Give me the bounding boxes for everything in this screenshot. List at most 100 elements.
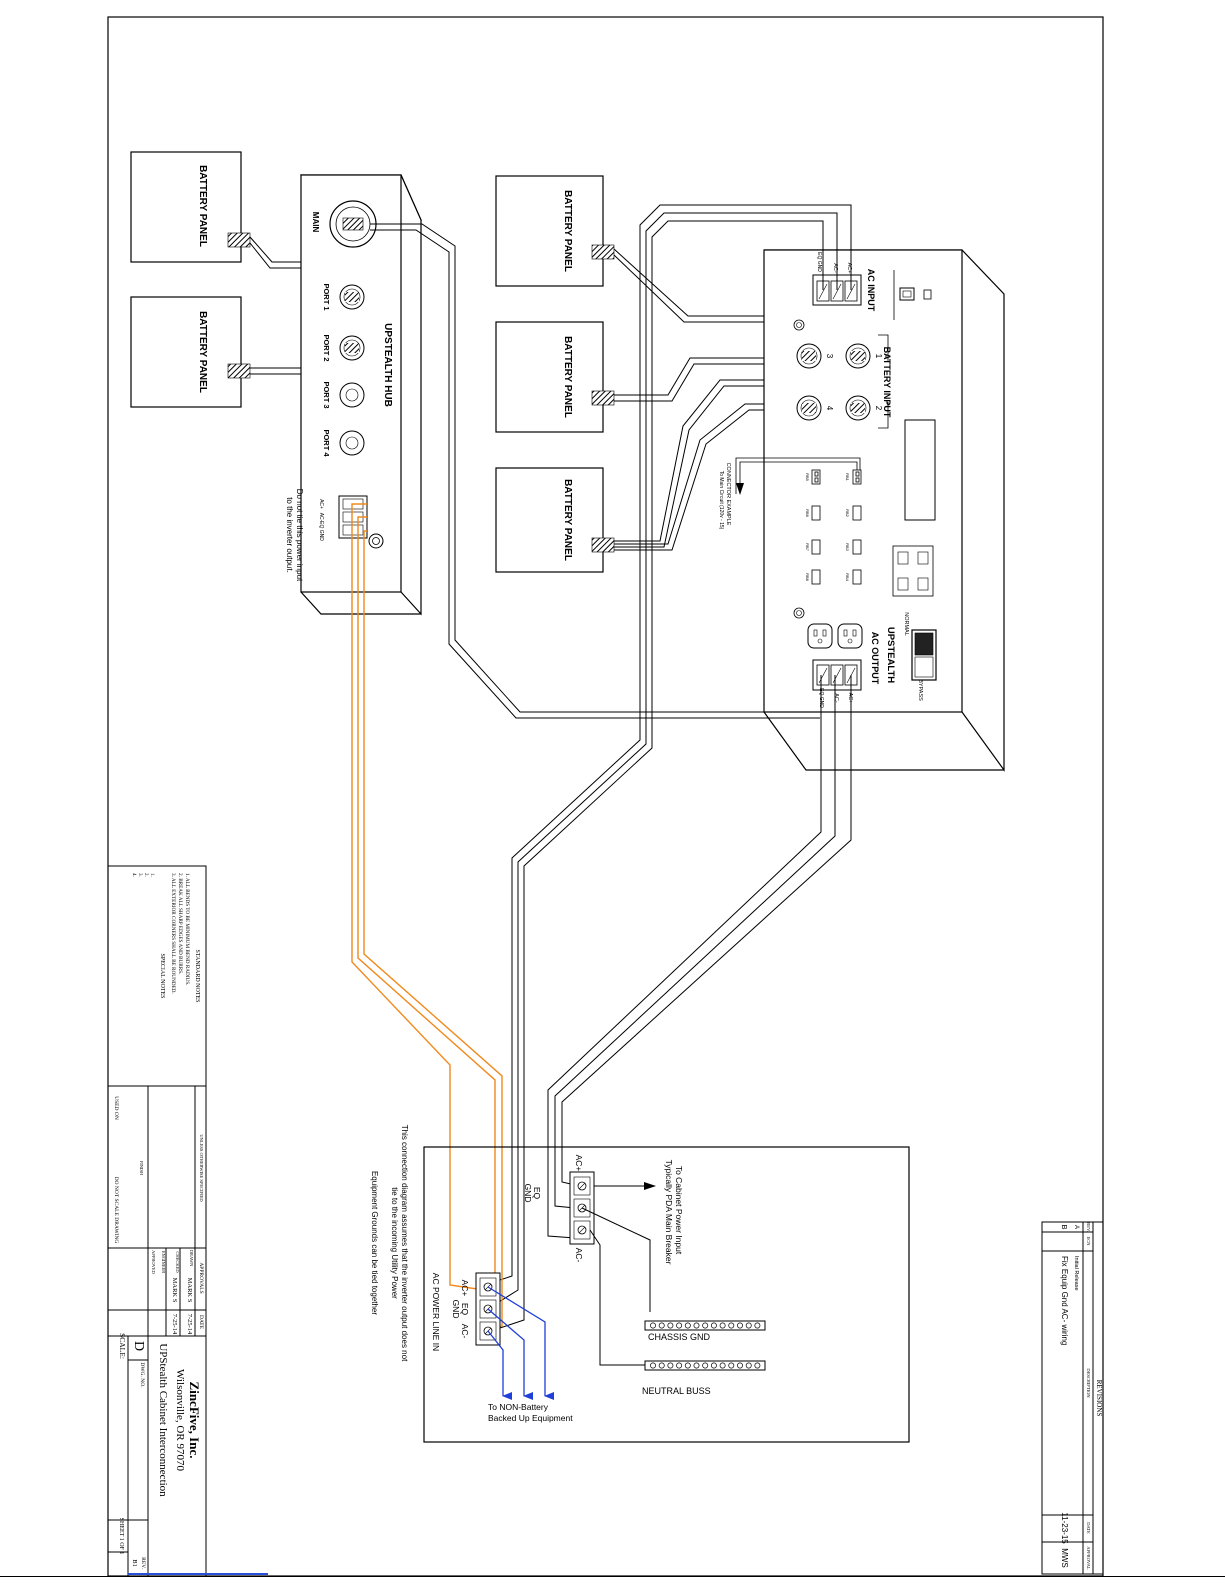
unit-ac-input-acminus: AC- bbox=[832, 263, 838, 273]
unit-ac-input-acplus: AC+ bbox=[846, 263, 852, 274]
connector-example-label: CONNECTOR EXAMPLE bbox=[725, 463, 731, 526]
bus-bar-screw bbox=[676, 1362, 683, 1369]
ac-power-line-in-label: AC POWER LINE IN bbox=[431, 1273, 441, 1351]
unit-ac-output-terminal bbox=[812, 659, 862, 691]
bus-bar-screw bbox=[710, 1362, 717, 1369]
bus-bar-screw bbox=[658, 1362, 665, 1369]
hub-port-1 bbox=[339, 284, 365, 310]
battery-panel-hub-1: BATTERY PANEL bbox=[130, 151, 251, 263]
unit-breaker-grid bbox=[811, 469, 862, 585]
bus-bar-screw bbox=[667, 1322, 674, 1329]
special-note-1: 1. bbox=[149, 873, 154, 877]
approvals-label: APPROVALS bbox=[198, 1262, 204, 1293]
bus-bar-screw bbox=[728, 1362, 735, 1369]
svg-text:RB3: RB3 bbox=[845, 543, 850, 552]
revisions-table bbox=[1041, 1221, 1104, 1575]
revisions-header-desc: DESCRIPTION bbox=[1086, 1368, 1091, 1398]
hub-terminal-eqgnd: EQ GND bbox=[318, 521, 324, 541]
non-battery-line2: Backed Up Equipment bbox=[488, 1413, 573, 1423]
chassis-gnd-wire bbox=[581, 1207, 651, 1312]
hub-terminal-acplus: AC+ bbox=[318, 499, 324, 509]
used-on-label: USED ON bbox=[113, 1096, 119, 1120]
bus-bar-screw bbox=[667, 1362, 674, 1369]
unit-display-window bbox=[904, 419, 936, 521]
svg-text:RB7: RB7 bbox=[805, 543, 810, 552]
battery-input-number-4: 4 bbox=[825, 406, 834, 411]
cable-ac-input bbox=[493, 204, 852, 1331]
hub-port-2 bbox=[339, 335, 365, 361]
chassis-gnd-label: CHASSIS GND bbox=[648, 1332, 711, 1342]
battery-panel-label: BATTERY PANEL bbox=[197, 165, 208, 247]
page-bottom-rule bbox=[0, 1576, 1225, 1577]
drawn-by: MARK S bbox=[186, 1278, 193, 1303]
power-box-note-line2: tie to the incoming Utility Power bbox=[390, 1187, 399, 1299]
tolerance-label: UNLESS OTHERWISE SPECIFIED bbox=[199, 1134, 204, 1202]
dwg-no-label: DWG. NO. bbox=[139, 1362, 145, 1388]
ac-line-in-acminus: AC- bbox=[460, 1324, 470, 1339]
cable-panel-to-battery-input-3 bbox=[614, 357, 818, 402]
revision-row-b-desc: Fix Equip Gnd AC- wiring bbox=[1060, 1256, 1069, 1345]
cabinet-power-line1: To Cabinet Power Input bbox=[674, 1166, 684, 1255]
bus-bar-screw bbox=[684, 1362, 691, 1369]
battery-panel-label: BATTERY PANEL bbox=[562, 336, 573, 418]
revisions-header-approval: APPROVAL bbox=[1086, 1546, 1091, 1569]
battery-input-label: BATTERY INPUT bbox=[882, 347, 892, 418]
cabinet-power-terminal bbox=[569, 1171, 595, 1245]
connector-example-sub: To Main Circuit (120v - 15) bbox=[718, 471, 724, 530]
battery-input-4 bbox=[796, 395, 822, 421]
chassis-gnd-bar bbox=[644, 1320, 766, 1331]
unit-ac-input-label: AC INPUT bbox=[866, 269, 876, 312]
bus-bar-screw bbox=[737, 1362, 743, 1369]
drawn-date: 7-25-14 bbox=[186, 1314, 193, 1335]
svg-text:RB1: RB1 bbox=[845, 473, 850, 482]
bus-bar-screw bbox=[745, 1362, 752, 1369]
power-distribution-box bbox=[423, 1146, 910, 1443]
company-name: ZincFive, Inc. bbox=[187, 1382, 202, 1459]
ac-line-in-gnd: GND bbox=[451, 1300, 461, 1319]
svg-text:RB4: RB4 bbox=[845, 573, 850, 582]
hub-note-line2: to the inverter output. bbox=[285, 497, 294, 573]
blue-wires bbox=[487, 1286, 554, 1400]
bypass-switch bbox=[911, 629, 937, 681]
bypass-panel-icon bbox=[892, 545, 934, 597]
do-not-scale-label: DO NOT SCALE DRAWING bbox=[113, 1177, 119, 1244]
special-note-4: 4. bbox=[131, 873, 136, 877]
bus-bar-screw bbox=[702, 1322, 709, 1329]
cabinet-acplus-label: AC+ bbox=[574, 1155, 584, 1172]
date-label: DATE bbox=[198, 1315, 204, 1330]
footer-link-underline[interactable] bbox=[128, 1573, 268, 1575]
checked-date: 7-25-14 bbox=[171, 1314, 178, 1335]
hub-ground-stud bbox=[368, 533, 384, 549]
bus-bar-screw bbox=[728, 1322, 735, 1329]
checked-label: CHECKED bbox=[175, 1251, 180, 1273]
cabinet-acminus-label: AC- bbox=[574, 1248, 584, 1263]
cabinet-eqgnd-label-2: GND bbox=[523, 1184, 533, 1203]
hub-port-4 bbox=[339, 430, 365, 456]
bus-bar-screw bbox=[754, 1322, 761, 1329]
ac-line-in-eq: EQ bbox=[460, 1303, 470, 1316]
bus-bar-screw bbox=[658, 1322, 665, 1329]
engineer-label: ENGINEER bbox=[161, 1251, 166, 1274]
battery-panel-hub-2: BATTERY PANEL bbox=[130, 296, 251, 408]
unit-breaker-labels: RB1 RB2 RB3 RB4 RB5 RB6 RB7 RB8 bbox=[805, 473, 850, 582]
standard-note-3: 3. ALL EXTERIOR CORNERS SHALL BE ROUNDED… bbox=[170, 873, 176, 994]
revision-row-a-desc: Initial Release bbox=[1073, 1256, 1079, 1291]
power-box-note-line3: Equipment Grounds can be tied together bbox=[370, 1171, 379, 1315]
unit-screw-icon bbox=[793, 319, 805, 331]
battery-input-1 bbox=[845, 343, 871, 369]
revisions-header-date: DATE bbox=[1086, 1522, 1091, 1534]
hub-port-3 bbox=[339, 382, 365, 408]
battery-input-3 bbox=[796, 343, 822, 369]
revision-row-b-approval: MWS bbox=[1060, 1548, 1069, 1568]
battery-panel-unit-3: BATTERY PANEL bbox=[495, 467, 615, 573]
neutral-buss-bar bbox=[644, 1360, 766, 1371]
standard-notes-title: STANDARD NOTES bbox=[194, 949, 200, 1002]
hub-main-label: MAIN bbox=[311, 212, 320, 233]
bus-bar-screw bbox=[650, 1322, 656, 1329]
bus-bar-screw bbox=[719, 1362, 726, 1369]
finish-label: FINISH bbox=[139, 1161, 144, 1176]
battery-input-bracket bbox=[878, 334, 889, 429]
revision-row-b-rev: B bbox=[1060, 1224, 1069, 1229]
ethernet-port-icon bbox=[899, 287, 915, 301]
svg-text:RB2: RB2 bbox=[845, 509, 850, 518]
